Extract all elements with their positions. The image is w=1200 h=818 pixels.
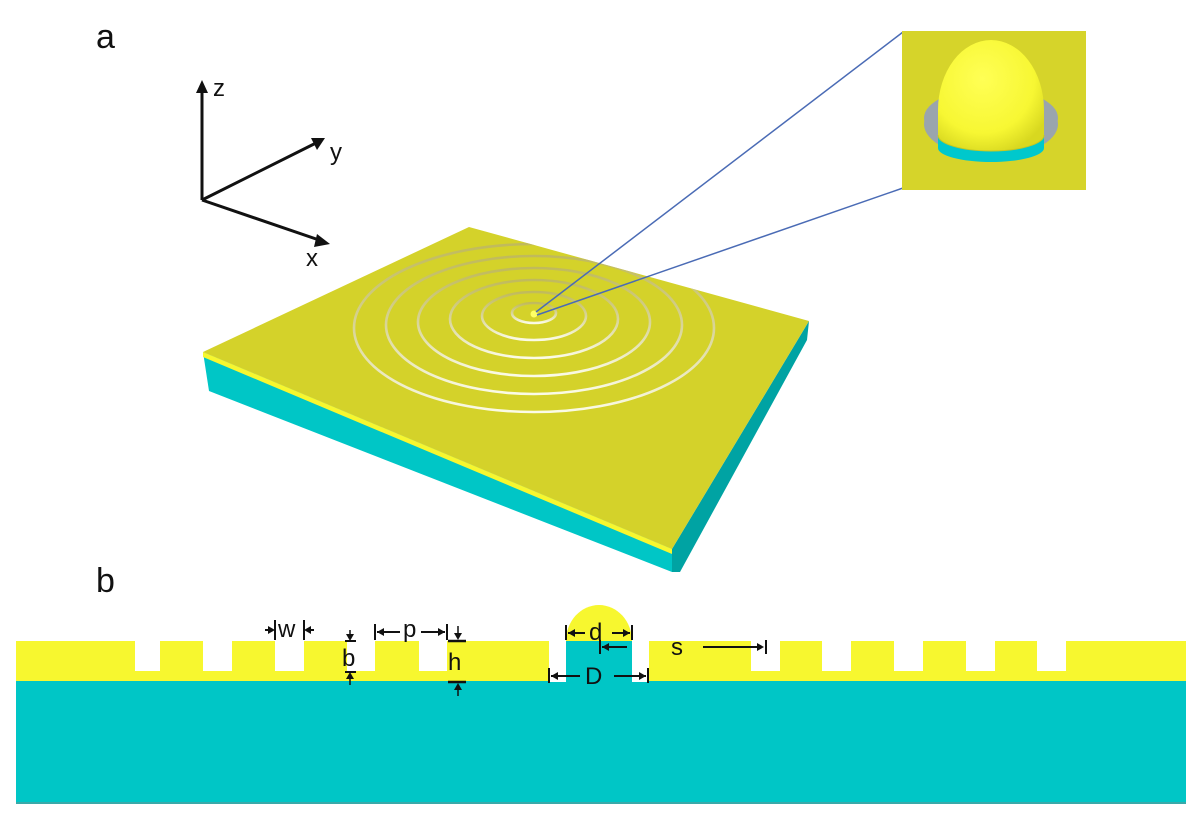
- gold-film-edge: [203, 352, 672, 554]
- inset-zoom: [902, 31, 1086, 190]
- dim-label-b: b: [342, 645, 355, 672]
- ring-2: [480, 290, 588, 342]
- panel-b: b: [16, 562, 1186, 804]
- dim-label-p: p: [403, 616, 416, 643]
- ring-3: [448, 278, 620, 360]
- ring-5: [384, 254, 684, 396]
- dim-label-h: h: [448, 649, 461, 676]
- panel-a: a z y x: [96, 18, 1086, 572]
- panel-label-a: a: [96, 18, 115, 56]
- z-axis-label: z: [213, 75, 225, 102]
- slab-top-surface: [203, 227, 809, 549]
- inset-dome: [938, 40, 1044, 151]
- slab-right-side: [672, 321, 809, 572]
- x-axis-label: x: [306, 245, 318, 272]
- gold-grating-right: [649, 641, 1186, 672]
- y-axis-arrow-icon: [201, 138, 325, 202]
- dim-label-s: s: [671, 634, 683, 661]
- dim-h: [448, 626, 466, 696]
- dim-b: [345, 630, 356, 685]
- dim-label-w: w: [277, 616, 296, 643]
- dimension-annotations: w b p: [265, 616, 767, 696]
- dim-s: [599, 640, 767, 654]
- callout-lines: [535, 31, 904, 316]
- dim-p: [374, 624, 448, 640]
- substrate-cross-section: [16, 681, 1186, 804]
- bullseye-rings: [352, 242, 716, 414]
- z-axis-arrow-icon: [196, 80, 208, 200]
- dim-label-d: d: [589, 619, 602, 646]
- grating-slab-3d: [203, 227, 809, 572]
- x-axis-arrow-icon: [201, 198, 330, 247]
- panel-label-b: b: [96, 562, 115, 600]
- dim-w: [265, 620, 314, 640]
- ring-4: [416, 266, 652, 378]
- axis-triad: z y x: [196, 75, 342, 272]
- ring-1: [510, 301, 558, 325]
- dim-label-D: D: [585, 663, 602, 690]
- y-axis-label: y: [330, 139, 342, 166]
- slab-front-side: [203, 352, 672, 572]
- gold-grating-left: [16, 641, 549, 672]
- dim-d: [565, 625, 633, 640]
- dim-D: [548, 668, 649, 683]
- central-nanoparticle: [530, 310, 538, 318]
